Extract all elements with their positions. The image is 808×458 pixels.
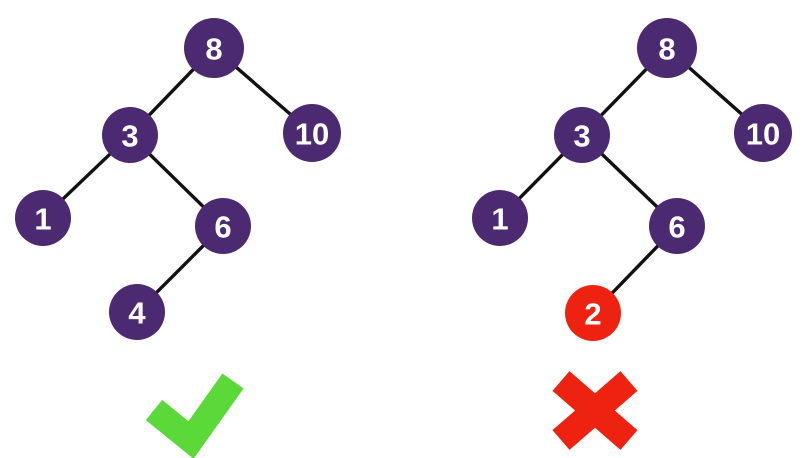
node-label: 4	[128, 296, 146, 331]
node-label: 3	[573, 119, 590, 154]
node-circle	[472, 190, 528, 246]
tree-node-3[interactable]: 3	[554, 107, 610, 163]
node-circle	[109, 284, 165, 340]
node-circle	[184, 18, 244, 78]
tree-node-8[interactable]: 8	[637, 18, 697, 78]
tree-edge-m8-m3	[597, 64, 651, 120]
node-circle	[637, 18, 697, 78]
node-circle	[102, 107, 158, 163]
node-label: 3	[121, 119, 138, 154]
edges-layer	[58, 63, 746, 298]
tree-node-6[interactable]: 6	[195, 198, 251, 254]
tree-edge-n8-n3	[144, 65, 198, 120]
verdict-marks-layer	[145, 371, 638, 458]
tree-node-6[interactable]: 6	[649, 198, 705, 254]
tree-edge-m3-m1	[515, 150, 567, 203]
tree-edge-n8-n10	[231, 63, 295, 119]
tree-node-1[interactable]: 1	[472, 190, 528, 246]
node-label: 1	[491, 202, 508, 237]
node-label: 8	[205, 32, 222, 67]
node-circle	[554, 107, 610, 163]
tree-node-10[interactable]: 10	[283, 104, 341, 162]
node-label: 1	[34, 202, 51, 237]
tree-edge-n3-n1	[58, 149, 115, 204]
node-circle	[649, 198, 705, 254]
tree-edge-m3-m6	[597, 149, 662, 212]
tree-edge-n3-n6	[145, 150, 208, 211]
node-circle	[283, 104, 341, 162]
tree-node-8[interactable]: 8	[184, 18, 244, 78]
nodes-layer: 8 3 10 1 6 4 8 3 10 1 6 2	[15, 18, 792, 341]
tree-edge-m8-m10	[684, 63, 746, 119]
node-label: 6	[214, 210, 231, 245]
tree-node-3[interactable]: 3	[102, 107, 158, 163]
node-label: 2	[584, 297, 601, 332]
node-label: 10	[295, 117, 329, 152]
node-label: 8	[658, 32, 675, 67]
tree-node-4[interactable]: 4	[109, 284, 165, 340]
node-circle	[15, 190, 71, 246]
tree-edge-m6-m2	[607, 241, 663, 298]
node-circle	[195, 198, 251, 254]
tree-node-10[interactable]: 10	[734, 104, 792, 162]
node-circle	[565, 285, 621, 341]
tree-edge-n6-n4	[152, 241, 208, 297]
node-label: 6	[668, 210, 685, 245]
node-label: 10	[746, 117, 780, 152]
tree-node-1[interactable]: 1	[15, 190, 71, 246]
node-circle	[734, 104, 792, 162]
tree-node-2-invalid[interactable]: 2	[565, 285, 621, 341]
valid-check-icon	[145, 373, 244, 458]
invalid-cross-icon-stroke-2	[552, 371, 638, 450]
